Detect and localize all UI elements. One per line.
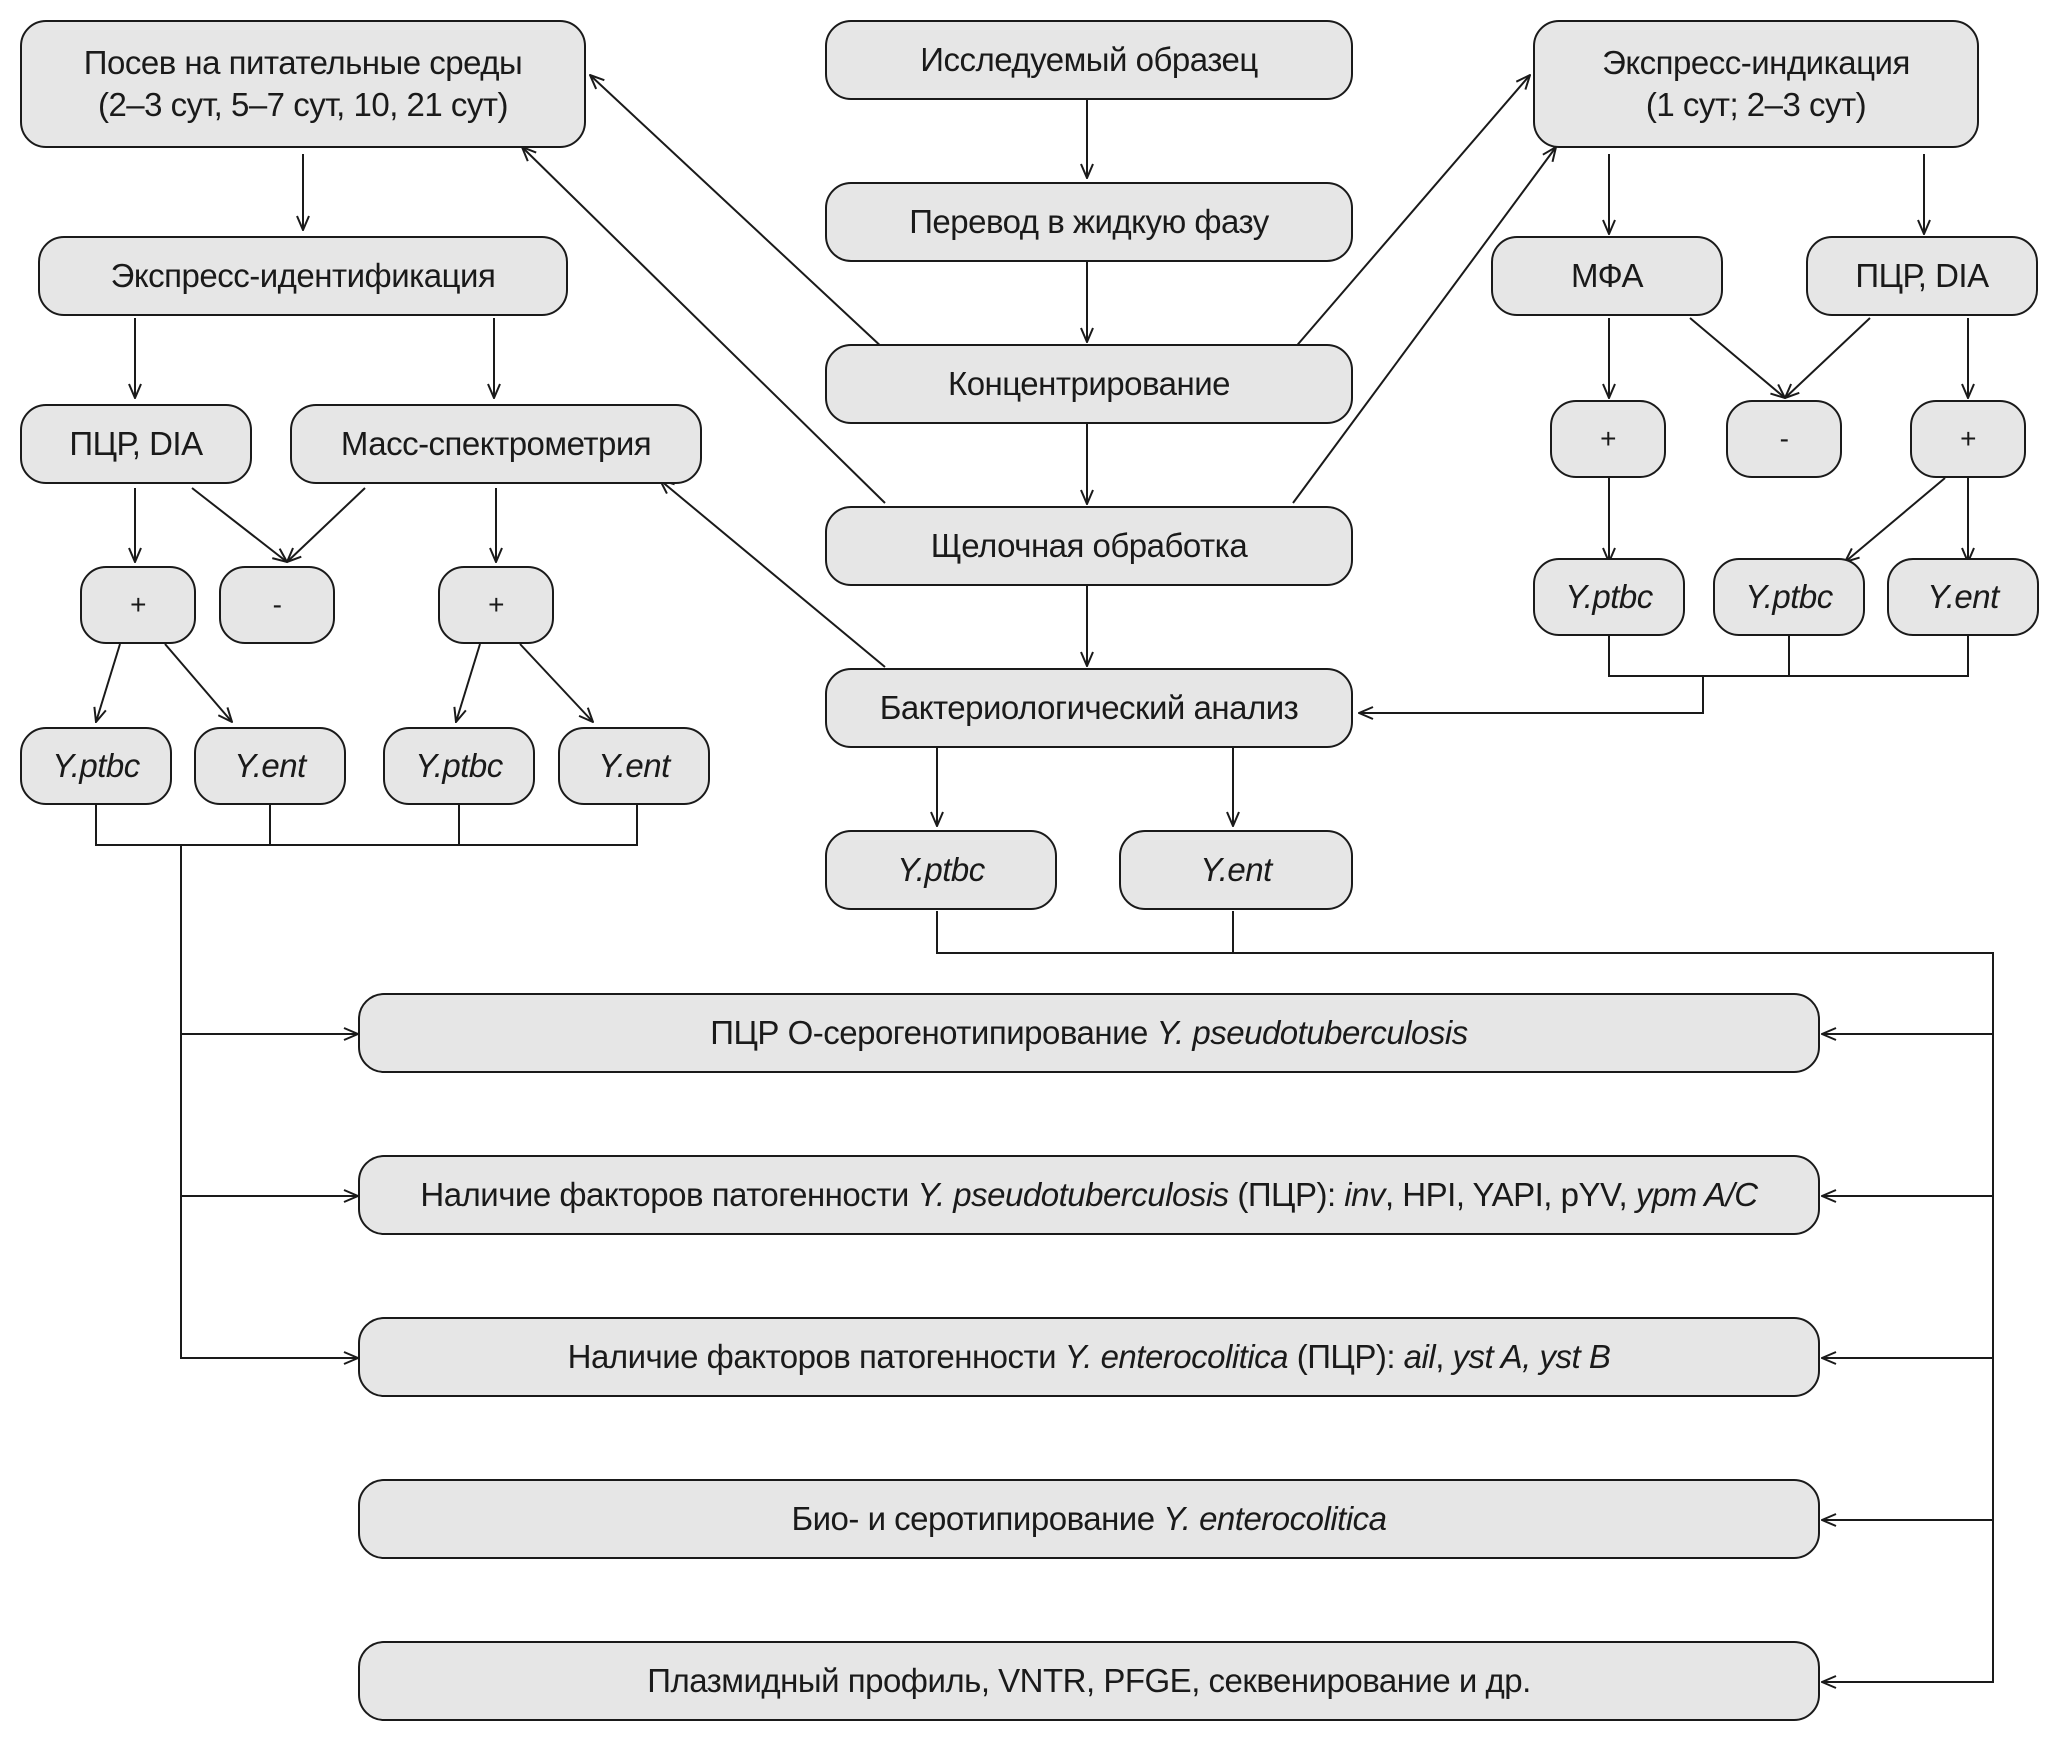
- left-minus-label: -: [272, 589, 282, 621]
- right-plus1-label: +: [1600, 423, 1616, 455]
- left-ent1-label: Y.ent: [234, 746, 306, 784]
- mfa-node: МФА: [1491, 236, 1723, 316]
- mass-spectrometry-node: Масс-спектрометрия: [290, 404, 702, 484]
- right-ptbc2-label: Y.ptbc: [1745, 577, 1833, 615]
- mfa-label: МФА: [1571, 256, 1644, 294]
- left-minus-node: -: [219, 566, 335, 644]
- bacteriological-analysis-node: Бактериологический анализ: [825, 668, 1353, 748]
- pathogenicity-ptbc-gene1: inv: [1344, 1175, 1385, 1213]
- center-ptbc-node: Y.ptbc: [825, 830, 1057, 910]
- serogenotyping-species: Y. pseudotuberculosis: [1156, 1013, 1469, 1051]
- culture-node: Посев на питательные среды (2–3 сут, 5–7…: [20, 20, 586, 148]
- express-identification-node: Экспресс-идентификация: [38, 236, 568, 316]
- pathogenicity-ptbc-species: Y. pseudotuberculosis: [917, 1175, 1229, 1213]
- pathogenicity-ent-middle: (ПЦР):: [1288, 1337, 1404, 1375]
- alkaline-treatment-node: Щелочная обработка: [825, 506, 1353, 586]
- culture-line1: Посев на питательные среды: [83, 43, 523, 81]
- right-ptbc2-node: Y.ptbc: [1713, 558, 1865, 636]
- liquid-phase-label: Перевод в жидкую фазу: [909, 202, 1269, 240]
- left-ptbc1-label: Y.ptbc: [52, 746, 140, 784]
- pathogenicity-ent-prefix: Наличие факторов патогенности: [567, 1337, 1065, 1375]
- serogenotyping-text: ПЦР О-серогенотипирование Y. pseudotuber…: [710, 1012, 1469, 1054]
- express-indication-line1: Экспресс-индикация: [1602, 43, 1910, 81]
- serogenotyping-node: ПЦР О-серогенотипирование Y. pseudotuber…: [358, 993, 1820, 1073]
- liquid-phase-node: Перевод в жидкую фазу: [825, 182, 1353, 262]
- bacteriological-analysis-label: Бактериологический анализ: [879, 688, 1299, 726]
- pathogenicity-ptbc-gene2: ypm A/C: [1635, 1175, 1758, 1213]
- pathogenicity-ent-species: Y. enterocolitica: [1064, 1337, 1289, 1375]
- right-pcr-dia-node: ПЦР, DIA: [1806, 236, 2038, 316]
- plasmid-profile-label: Плазмидный профиль, VNTR, PFGE, секвенир…: [647, 1661, 1531, 1699]
- center-ent-node: Y.ent: [1119, 830, 1353, 910]
- right-ent-label: Y.ent: [1927, 577, 1999, 615]
- culture-line2: (2–3 сут, 5–7 сут, 10, 21 сут): [97, 86, 509, 123]
- pathogenicity-ent-gene2: yst A, yst B: [1452, 1337, 1611, 1375]
- pathogenicity-ptbc-text: Наличие факторов патогенности Y. pseudot…: [420, 1174, 1758, 1216]
- serogenotyping-prefix: ПЦР О-серогенотипирование: [710, 1013, 1157, 1051]
- left-ent2-label: Y.ent: [598, 746, 670, 784]
- left-ptbc1-node: Y.ptbc: [20, 727, 172, 805]
- left-ptbc2-node: Y.ptbc: [383, 727, 535, 805]
- right-pcr-dia-label: ПЦР, DIA: [1855, 256, 1989, 294]
- pathogenicity-ptbc-prefix: Наличие факторов патогенности: [420, 1175, 918, 1213]
- left-plus1-node: +: [80, 566, 196, 644]
- biotyping-species: Y. enterocolitica: [1163, 1499, 1387, 1537]
- pathogenicity-ptbc-node: Наличие факторов патогенности Y. pseudot…: [358, 1155, 1820, 1235]
- plasmid-profile-node: Плазмидный профиль, VNTR, PFGE, секвенир…: [358, 1641, 1820, 1721]
- pathogenicity-ent-sep: ,: [1435, 1337, 1453, 1375]
- left-pcr-dia-node: ПЦР, DIA: [20, 404, 252, 484]
- express-indication-node: Экспресс-индикация (1 сут; 2–3 сут): [1533, 20, 1979, 148]
- right-plus2-label: +: [1960, 423, 1976, 455]
- sample-node: Исследуемый образец: [825, 20, 1353, 100]
- concentration-node: Концентрирование: [825, 344, 1353, 424]
- center-ent-label: Y.ent: [1200, 850, 1272, 888]
- right-ptbc1-label: Y.ptbc: [1565, 577, 1653, 615]
- left-ptbc2-label: Y.ptbc: [415, 746, 503, 784]
- left-plus2-label: +: [488, 589, 504, 621]
- left-ent1-node: Y.ent: [194, 727, 346, 805]
- right-minus-node: -: [1726, 400, 1842, 478]
- left-plus2-node: +: [438, 566, 554, 644]
- biotyping-node: Био- и серотипирование Y. enterocolitica: [358, 1479, 1820, 1559]
- concentration-label: Концентрирование: [947, 364, 1231, 402]
- alkaline-treatment-label: Щелочная обработка: [930, 526, 1248, 564]
- sample-label: Исследуемый образец: [920, 40, 1258, 78]
- right-ptbc1-node: Y.ptbc: [1533, 558, 1685, 636]
- left-ent2-node: Y.ent: [558, 727, 710, 805]
- pathogenicity-ptbc-genes-plain: , HPI, YAPI, pYV,: [1384, 1175, 1636, 1213]
- mass-spectrometry-label: Масс-спектрометрия: [340, 424, 652, 462]
- right-minus-label: -: [1779, 423, 1789, 455]
- pathogenicity-ptbc-middle: (ПЦР):: [1228, 1175, 1345, 1213]
- biotyping-text: Био- и серотипирование Y. enterocolitica: [791, 1498, 1387, 1540]
- right-ent-node: Y.ent: [1887, 558, 2039, 636]
- center-ptbc-label: Y.ptbc: [897, 850, 985, 888]
- biotyping-prefix: Био- и серотипирование: [791, 1499, 1164, 1537]
- right-plus1-node: +: [1550, 400, 1666, 478]
- right-plus2-node: +: [1910, 400, 2026, 478]
- pathogenicity-ent-text: Наличие факторов патогенности Y. enteroc…: [568, 1336, 1611, 1378]
- express-identification-label: Экспресс-идентификация: [110, 256, 496, 294]
- express-indication-line2: (1 сут; 2–3 сут): [1645, 86, 1867, 123]
- left-pcr-dia-label: ПЦР, DIA: [69, 424, 203, 462]
- left-plus1-label: +: [130, 589, 146, 621]
- pathogenicity-ent-node: Наличие факторов патогенности Y. enteroc…: [358, 1317, 1820, 1397]
- pathogenicity-ent-gene1: ail: [1403, 1337, 1436, 1375]
